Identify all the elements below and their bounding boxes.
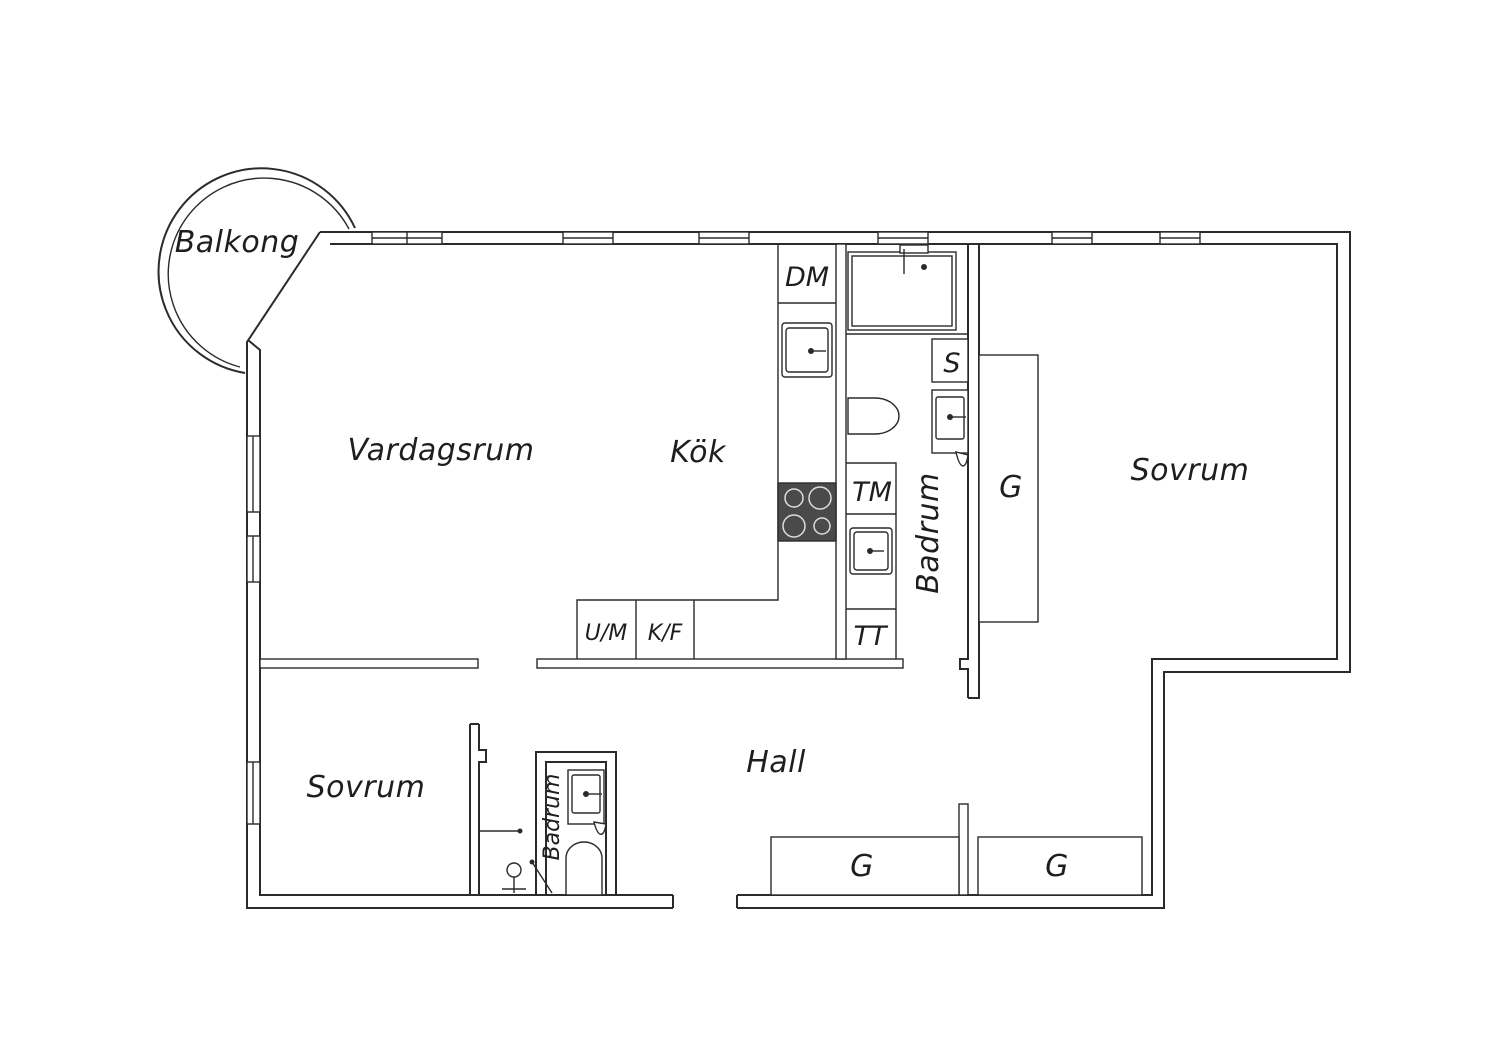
upper-bathroom-fixtures [846, 244, 969, 659]
label-badrum-lower: Badrum [540, 774, 565, 861]
hall-wardrobes [770, 836, 1143, 896]
interior-walls [259, 243, 980, 896]
kitchen-fixtures [576, 244, 837, 659]
label-g-hall-right: G [1045, 849, 1069, 884]
label-kok: Kök [670, 435, 727, 470]
balcony [157, 167, 356, 374]
label-um: U/M [585, 621, 628, 646]
label-g-bedroom: G [999, 470, 1023, 505]
label-tm: TM [852, 477, 892, 508]
label-hall: Hall [746, 745, 806, 780]
wardrobe-bedroom [978, 354, 1039, 623]
label-badrum-upper: Badrum [911, 472, 946, 594]
label-balkong: Balkong [175, 225, 300, 260]
lower-bathroom-fixtures [479, 769, 607, 896]
windows [246, 231, 1201, 825]
label-tt: TT [854, 621, 889, 652]
label-kf: K/F [648, 621, 683, 646]
label-sovrum-left: Sovrum [307, 770, 426, 805]
label-sovrum-right: Sovrum [1131, 453, 1250, 488]
label-g-hall-left: G [850, 849, 874, 884]
label-dm: DM [785, 262, 829, 293]
label-vardagsrum: Vardagsrum [348, 433, 535, 468]
label-s: S [943, 348, 960, 379]
